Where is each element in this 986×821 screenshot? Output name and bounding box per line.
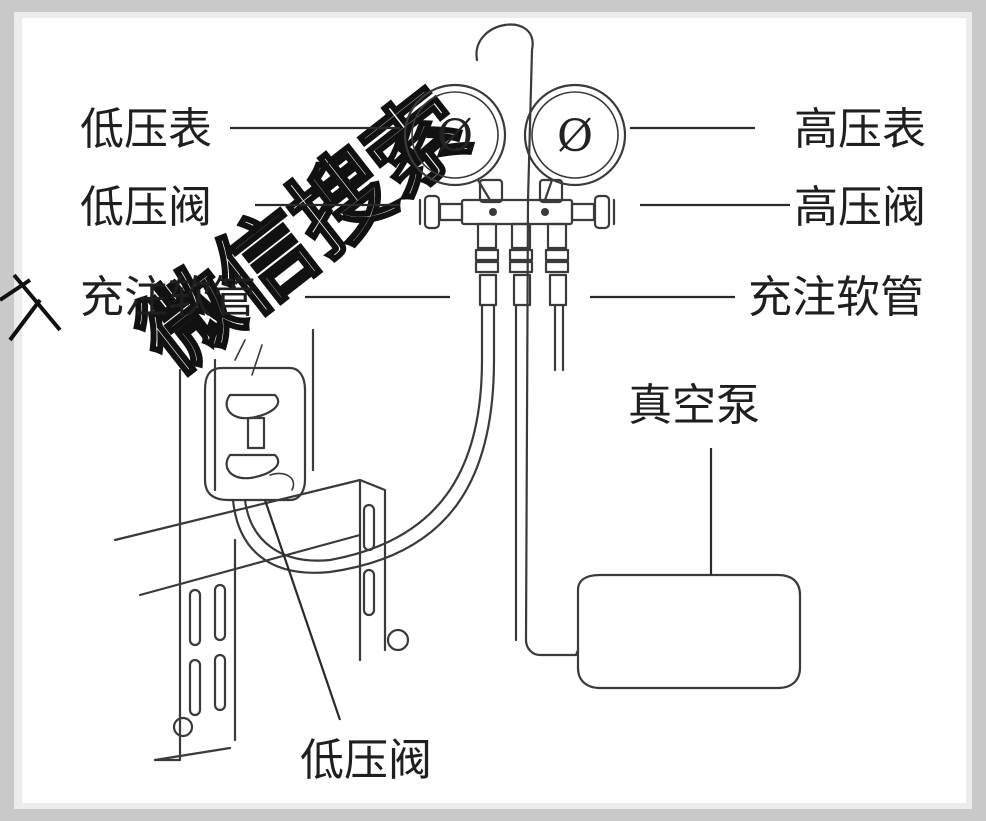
manifold-hook <box>475 23 578 657</box>
label-vacuum-pump: 真空泵 <box>628 380 760 431</box>
label-low-pressure-gauge: 低压表 <box>80 104 212 155</box>
wall-bracket <box>113 478 410 762</box>
label-charging-hose-right: 充注软管 <box>748 272 924 323</box>
label-service-low-pressure-valve: 低压阀 <box>300 735 432 786</box>
charging-hose-left-inner <box>231 303 496 574</box>
leader-lines <box>230 126 790 721</box>
hose-fittings <box>474 222 570 307</box>
outdoor-unit <box>178 328 315 562</box>
manifold-body <box>460 178 574 226</box>
watermark-fragment <box>0 273 62 342</box>
label-high-pressure-gauge: 高压表 <box>794 104 926 155</box>
low-pressure-valve-knob <box>418 194 464 230</box>
gauge-symbol: Ø <box>437 111 473 162</box>
label-high-pressure-valve: 高压阀 <box>794 182 926 233</box>
high-pressure-valve-knob <box>570 194 616 230</box>
charging-hose-right <box>553 303 565 372</box>
gauge-symbol: Ø <box>557 111 593 162</box>
high-pressure-gauge: Ø <box>523 83 627 202</box>
vacuum-pump <box>574 573 802 690</box>
label-charging-hose-left: 充注软管 <box>80 272 256 323</box>
label-low-pressure-valve: 低压阀 <box>80 182 212 233</box>
